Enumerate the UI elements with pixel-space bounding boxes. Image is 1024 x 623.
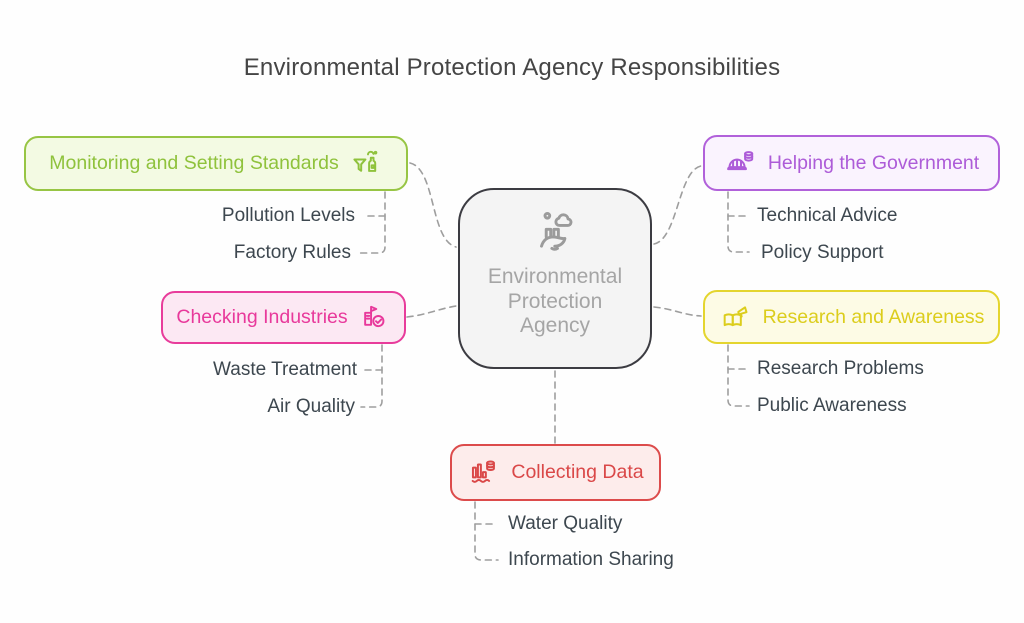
- factory-smoke-icon: [540, 211, 573, 251]
- connector-center-helping: [653, 165, 702, 245]
- branch-label: Monitoring and Setting Standards: [49, 152, 339, 174]
- connector-checking-subs: [360, 344, 383, 408]
- bar-chart-database-icon: [472, 459, 496, 483]
- sub-item-information-sharing[interactable]: Information Sharing: [508, 549, 674, 570]
- sub-item-factory-rules[interactable]: Factory Rules: [233, 242, 351, 263]
- branch-label: Checking Industries: [176, 306, 348, 328]
- center-label-line: Environmental: [487, 265, 623, 288]
- connector-checking-center: [406, 305, 457, 318]
- center-node-label: Environmental Protection Agency: [488, 265, 622, 339]
- branch-checking-industries[interactable]: Checking Industries: [161, 291, 406, 344]
- book-megaphone-icon: [723, 306, 748, 327]
- sub-item-waste-treatment[interactable]: Waste Treatment: [213, 359, 357, 380]
- connector-research-subs: [727, 344, 750, 407]
- sub-item-pollution-levels[interactable]: Pollution Levels: [221, 205, 355, 226]
- diagram-title: Environmental Protection Agency Responsi…: [243, 54, 781, 81]
- funnel-factory-icon: [353, 150, 378, 172]
- branch-research-awareness[interactable]: Research and Awareness: [703, 290, 1000, 344]
- sub-item-policy-support[interactable]: Policy Support: [761, 242, 884, 263]
- center-node-epa[interactable]: Environmental Protection Agency: [458, 188, 652, 369]
- connector-center-research: [653, 306, 702, 317]
- branch-helping-government[interactable]: Helping the Government: [703, 135, 1000, 191]
- sub-item-public-awareness[interactable]: Public Awareness: [757, 395, 907, 416]
- connector-monitoring-subs: [359, 191, 386, 254]
- branch-collecting-data[interactable]: Collecting Data: [450, 444, 661, 501]
- connector-collecting-subs: [474, 501, 499, 561]
- branch-label: Collecting Data: [511, 461, 644, 483]
- branch-monitoring-standards[interactable]: Monitoring and Setting Standards: [24, 136, 408, 191]
- branch-label: Helping the Government: [767, 151, 980, 174]
- connector-helping-subs: [727, 191, 750, 253]
- sub-item-technical-advice[interactable]: Technical Advice: [757, 205, 898, 226]
- branch-label: Research and Awareness: [762, 305, 985, 328]
- center-label-line: Agency: [519, 314, 591, 337]
- center-label-line: Protection: [507, 289, 603, 313]
- sub-item-air-quality[interactable]: Air Quality: [267, 396, 355, 417]
- helmet-database-icon: [726, 151, 753, 171]
- connector-monitoring-center: [409, 162, 457, 248]
- sub-item-water-quality[interactable]: Water Quality: [508, 513, 623, 534]
- factory-check-icon: [363, 305, 385, 328]
- sub-item-research-problems[interactable]: Research Problems: [757, 358, 924, 379]
